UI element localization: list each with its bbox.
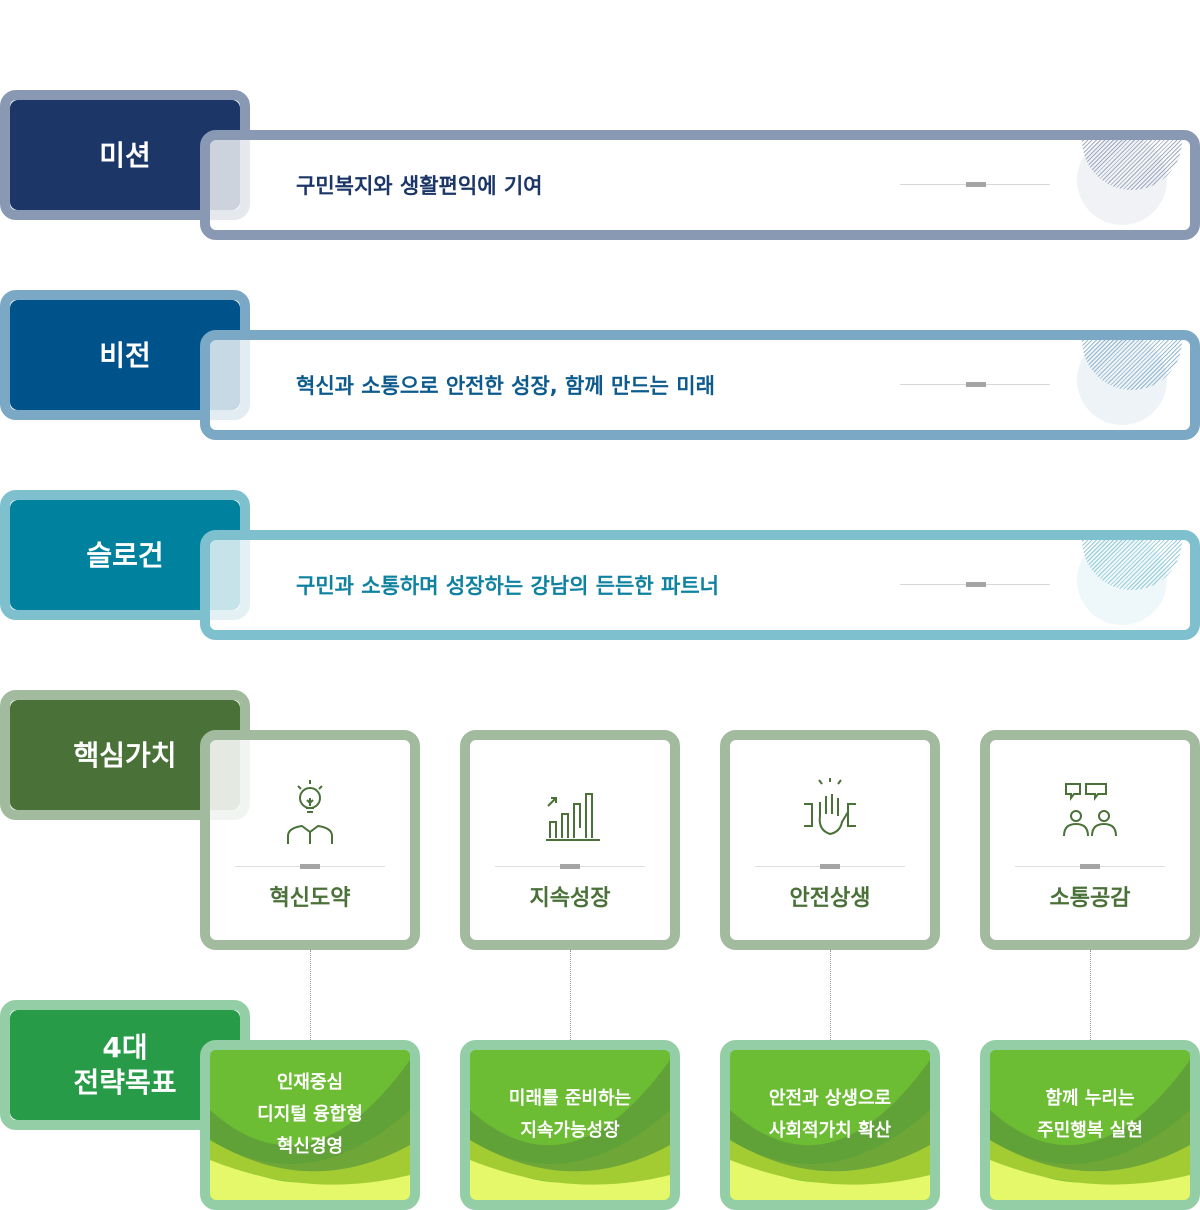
core-value-title: 혁신도약 [269,886,351,911]
connector-line [830,950,831,1040]
strategic-goal-text: 안전과 상생으로 사회적가치 확산 [768,1088,892,1141]
divider-mark [820,864,840,869]
wave-background [470,1050,670,1200]
row-label-text: 미션 [99,138,151,172]
row-text: 구민과 소통하며 성장하는 강남의 든든한 파트너 [296,574,719,598]
core-value-title: 안전상생 [789,886,871,911]
core-value-card: 지속성장 [460,730,680,950]
core-value-card: 소통공감 [980,730,1200,950]
lightbulb-person-icon [280,776,340,846]
strategic-goal-card: 함께 누리는 주민행복 실현 [980,1040,1200,1210]
core-value-card: 안전상생 [720,730,940,950]
divider-mark [966,182,986,187]
people-speech-icon [1060,776,1120,846]
row-text: 구민복지와 생활편익에 기여 [296,174,543,198]
core-value-title: 지속성장 [529,886,611,911]
row-content: 혁신과 소통으로 안전한 성장, 함께 만드는 미래 [200,330,1200,440]
row-text: 혁신과 소통으로 안전한 성장, 함께 만드는 미래 [296,374,715,398]
divider-mark [300,864,320,869]
strategic-goals-label-text: 4대 전략목표 [73,1031,177,1099]
joined-hands-icon [800,776,860,846]
strategic-goal-card: 미래를 준비하는 지속가능성장 [460,1040,680,1210]
wave-background [990,1050,1190,1200]
core-value-card: 혁신도약 [200,730,420,950]
connector-line [570,950,571,1040]
wave-background [210,1050,410,1200]
divider-mark [1080,864,1100,869]
strategic-goal-text: 인재중심 디지털 융합형 혁신경영 [257,1072,363,1157]
row-label-text: 비전 [99,338,151,372]
connector-line [1090,950,1091,1040]
row-content: 구민복지와 생활편익에 기여 [200,130,1200,240]
core-values-label-text: 핵심가치 [73,738,177,772]
wave-background [730,1050,930,1200]
strategic-goal-text: 미래를 준비하는 지속가능성장 [508,1088,632,1141]
core-value-title: 소통공감 [1049,886,1131,911]
row-label-text: 슬로건 [86,538,164,572]
strategic-goal-text: 함께 누리는 주민행복 실현 [1037,1088,1143,1141]
divider-mark [966,582,986,587]
divider-mark [560,864,580,869]
growth-chart-icon [540,776,600,846]
connector-line [310,950,311,1040]
strategic-goal-card: 인재중심 디지털 융합형 혁신경영 [200,1040,420,1210]
row-content: 구민과 소통하며 성장하는 강남의 든든한 파트너 [200,530,1200,640]
strategic-goal-card: 안전과 상생으로 사회적가치 확산 [720,1040,940,1210]
divider-mark [966,382,986,387]
